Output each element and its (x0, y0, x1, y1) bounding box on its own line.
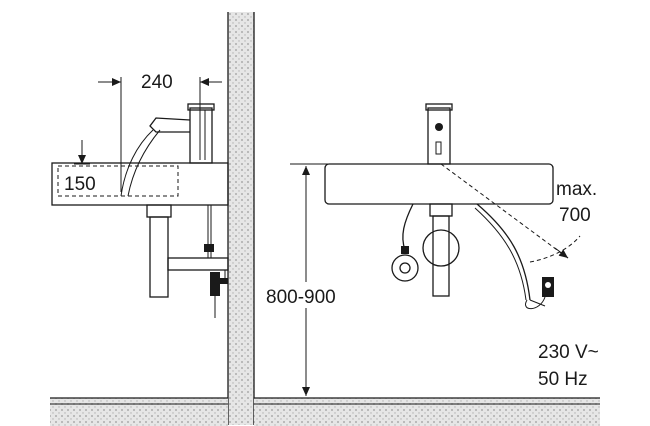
waste-front (422, 203, 460, 297)
dimension-mount-height (290, 163, 330, 396)
angle-valve-front (391, 203, 419, 282)
dimension-cable-reach (440, 163, 581, 263)
label-power-frequency: 50 Hz (538, 369, 588, 390)
supply-hose-side (204, 205, 228, 318)
basin-side (51, 162, 229, 298)
faucet-side (120, 103, 215, 197)
label-power-voltage: 230 V~ (538, 342, 599, 363)
dimension-spout-reach (98, 77, 222, 192)
side-view: 240 150 (51, 72, 229, 318)
front-view: max. 700 800-900 230 V~ 50 Hz (266, 103, 599, 396)
faucet-front (425, 103, 453, 165)
label-mount-height: 800-900 (266, 287, 336, 308)
power-cable (474, 203, 554, 310)
wall (227, 12, 255, 425)
floor-right (254, 397, 600, 426)
dimension-spout-height (74, 140, 90, 165)
label-spout-height: 150 (64, 174, 96, 195)
label-spout-reach: 240 (141, 72, 173, 93)
label-cable-reach-max: max. (556, 179, 597, 200)
basin-front (324, 163, 554, 205)
floor-left (50, 397, 228, 426)
label-cable-reach-value: 700 (559, 205, 591, 226)
